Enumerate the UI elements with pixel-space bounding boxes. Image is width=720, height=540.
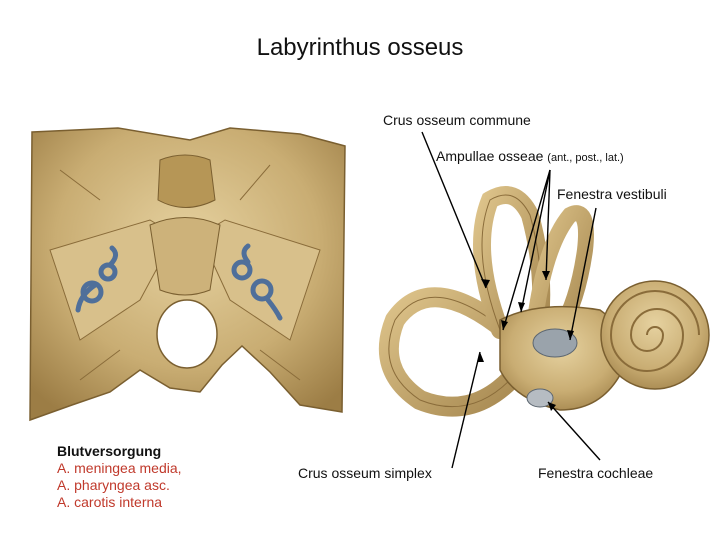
blood-supply-item: A. carotis interna: [57, 494, 163, 510]
arrowhead-ampulla-1: [518, 302, 525, 312]
arrowhead-fenestra-cochleae: [548, 402, 556, 411]
pointer-fenestra-cochleae: [547, 401, 601, 461]
left-labyrinth-image: [75, 245, 118, 313]
bony-labyrinth-image: [378, 186, 710, 417]
arrowhead-crus-commune: [481, 279, 490, 288]
arrowhead-crus-simplex: [477, 352, 484, 362]
label-ampullae-osseae: Ampullae osseae (ant., post., lat.): [436, 148, 624, 164]
blood-supply-box: Blutversorgung A. meningea media, A. pha…: [57, 443, 182, 511]
blood-supply-item: A. meningea media,: [57, 460, 182, 476]
slide-title: Labyrinthus osseus: [256, 34, 464, 61]
pointer-arrowheads: [477, 271, 574, 411]
label-crus-osseum-simplex: Crus osseum simplex: [298, 465, 432, 481]
pointer-fenestra-vestibuli: [569, 207, 597, 341]
pointer-crus-simplex: [451, 351, 481, 469]
pointer-ampulla-1: [520, 169, 551, 313]
arrowhead-ampulla-2: [542, 271, 550, 280]
label-fenestra-cochleae: Fenestra cochleae: [538, 465, 654, 481]
label-crus-osseum-commune: Crus osseum commune: [383, 112, 531, 128]
label-fenestra-vestibuli: Fenestra vestibuli: [557, 186, 667, 202]
blood-supply-item: A. pharyngea asc.: [57, 477, 170, 493]
arrowhead-ampulla-3: [501, 320, 508, 330]
pointer-crus-commune: [421, 131, 487, 289]
skull-base-image: [29, 127, 346, 422]
blood-supply-heading: Blutversorgung: [57, 443, 162, 459]
pointer-ampulla-3: [502, 169, 551, 331]
label-ampullae-text: Ampullae osseae: [436, 148, 544, 164]
arrowhead-fenestra-vestibuli: [567, 330, 574, 340]
right-labyrinth-image: [231, 243, 283, 321]
pointer-lines: [421, 131, 601, 469]
pointer-ampulla-2: [545, 169, 551, 281]
label-ampullae-note: (ant., post., lat.): [547, 152, 624, 164]
